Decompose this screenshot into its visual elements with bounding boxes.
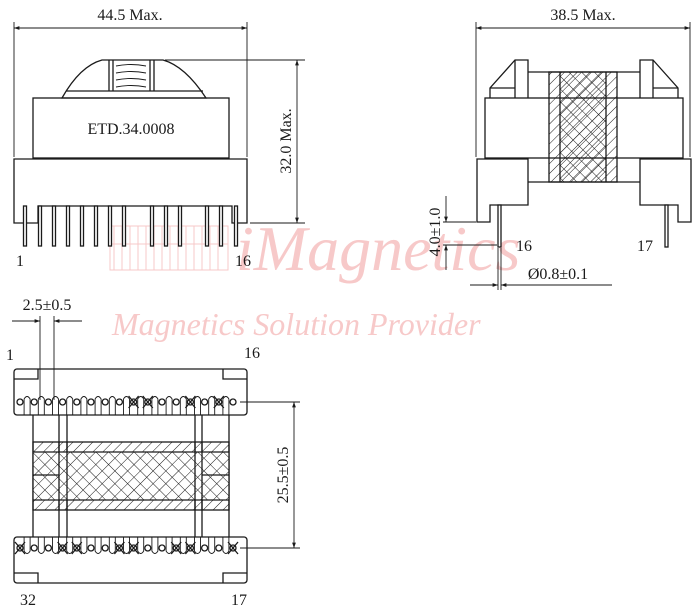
front-pins: [22, 205, 239, 247]
watermark-tagline: Magnetics Solution Provider: [111, 306, 481, 342]
side-pin-label-17: 17: [637, 238, 653, 255]
bottom-pin-row: [14, 537, 239, 555]
pin-length-dimension: 4.0±1.0: [427, 208, 444, 257]
watermark-brand: iMagnetics: [236, 213, 520, 284]
corner-label-17: 17: [231, 592, 247, 609]
front-view: 44.5 Max. ETD.34.0008 32.0 Max. 1 16: [13, 7, 305, 270]
bottom-view: 2.5±0.5 1 16 32 17: [6, 297, 300, 609]
corner-label-32: 32: [20, 592, 36, 609]
pin-diameter-dimension: Ø0.8±0.1: [528, 266, 588, 283]
top-pin-row: [16, 395, 237, 415]
watermark-logo-grid: [109, 225, 229, 271]
front-height-dimension: 32.0 Max.: [278, 108, 295, 173]
side-width-dimension: 38.5 Max.: [550, 7, 615, 24]
front-width-dimension: 44.5 Max.: [97, 7, 162, 24]
side-pin-label-16: 16: [516, 238, 532, 255]
pitch-dimension: 2.5±0.5: [23, 297, 72, 314]
pin-label-1: 1: [16, 253, 24, 270]
corner-label-1: 1: [6, 347, 14, 364]
watermark: iMagnetics Magnetics Solution Provider: [109, 213, 520, 342]
row-spacing-dimension: 25.5±0.5: [275, 447, 292, 504]
side-view: 38.5 Max. 16 17 4.0±1.0: [427, 7, 692, 290]
part-number-label: ETD.34.0008: [87, 121, 174, 138]
corner-label-16: 16: [244, 345, 260, 362]
pin-label-16: 16: [235, 253, 251, 270]
